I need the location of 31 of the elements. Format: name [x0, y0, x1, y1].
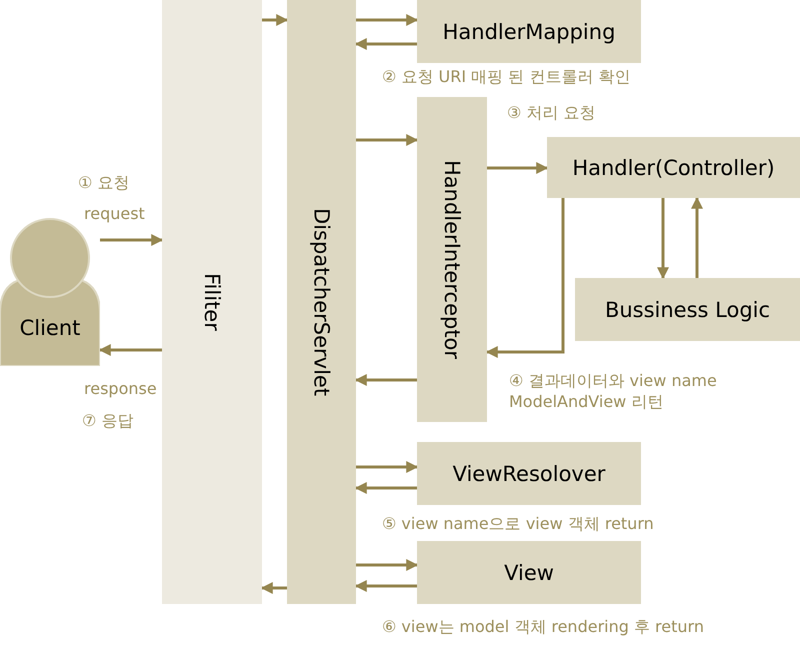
arrow: [356, 134, 418, 146]
step-note: ③ 처리 요청: [507, 102, 596, 123]
arrow: [691, 196, 703, 278]
arrow: [262, 14, 288, 26]
arrow: [356, 559, 418, 571]
interceptor-bar: HandlerInterceptor: [417, 97, 487, 422]
arrow: [356, 14, 418, 26]
step-note: ⑤ view name으로 view 객체 return: [382, 513, 654, 534]
arrow: [356, 461, 418, 473]
step-note: ⑥ view는 model 객체 rendering 후 return: [382, 616, 704, 637]
process-box: HandlerMapping: [417, 0, 641, 63]
process-box: Bussiness Logic: [575, 278, 800, 341]
step-note: ① 요청: [78, 172, 130, 193]
arrow: [354, 580, 417, 592]
process-box: ViewResolover: [417, 442, 641, 505]
servlet-bar: DispatcherServlet: [287, 0, 356, 604]
process-box: Handler(Controller): [547, 137, 800, 198]
arrow: [100, 234, 164, 246]
step-note: ④ 결과데이터와 view name ModelAndView 리턴: [509, 370, 718, 412]
step-note: ② 요청 URI 매핑 된 컨트롤러 확인: [382, 66, 630, 87]
arrow: [354, 482, 417, 494]
arrow: [487, 162, 548, 174]
arrow: [657, 198, 669, 280]
arrow: [354, 374, 417, 386]
filter-bar: Filiter: [162, 0, 262, 604]
step-note: ⑦ 응답: [82, 410, 134, 431]
arrow: [260, 582, 287, 594]
arrow: [98, 344, 162, 356]
process-box: View: [417, 541, 641, 604]
arrow: [354, 38, 417, 50]
arrow: [486, 198, 564, 358]
